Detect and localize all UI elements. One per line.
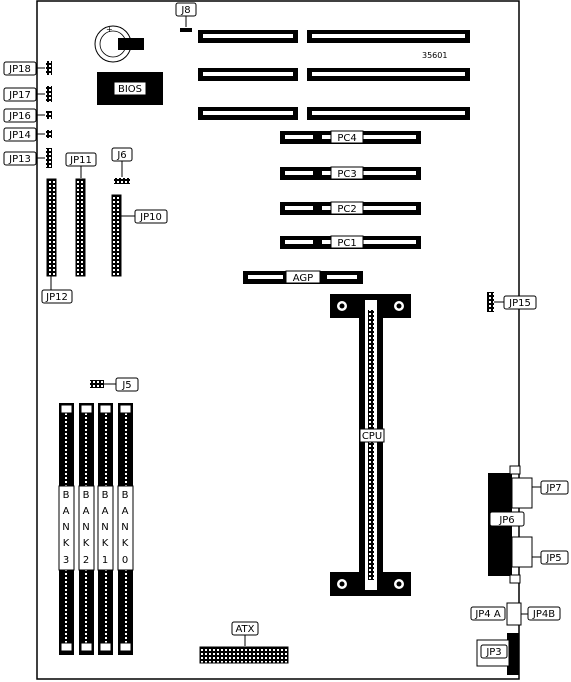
svg-text:0: 0 — [122, 555, 128, 566]
svg-text:K: K — [63, 538, 70, 549]
svg-text:A: A — [102, 506, 109, 517]
jp18-jumper: JP18 — [3, 61, 52, 76]
svg-text:JP6: JP6 — [498, 515, 514, 526]
jp11-header: JP11 — [65, 152, 97, 277]
svg-text:JP13: JP13 — [8, 154, 31, 165]
jp12-header: JP12 — [41, 178, 73, 304]
memory-bank-0: B A N K 0 — [117, 403, 134, 655]
svg-text:JP4 A: JP4 A — [474, 609, 501, 620]
jp17-jumper: JP17 — [3, 86, 52, 102]
svg-text:B: B — [63, 490, 70, 501]
svg-text:A: A — [122, 506, 129, 517]
cpu-slot: CPU — [330, 294, 411, 596]
svg-text:K: K — [122, 538, 129, 549]
isa-slots — [198, 30, 470, 120]
svg-text:B: B — [83, 490, 90, 501]
svg-text:AGP: AGP — [293, 273, 313, 284]
jp16-jumper: JP16 — [3, 108, 52, 123]
jp15-jumper: JP15 — [487, 292, 537, 312]
pci-slot-pc3: PC3 — [280, 166, 421, 180]
svg-text:A: A — [63, 506, 70, 517]
svg-text:PC1: PC1 — [337, 238, 356, 249]
svg-text:A: A — [83, 506, 90, 517]
jp5-label: JP5 — [532, 550, 569, 565]
svg-text:JP18: JP18 — [8, 64, 31, 75]
battery: + — [94, 25, 144, 63]
agp-slot: AGP — [243, 270, 363, 284]
memory-bank-2: B A N K 2 — [78, 403, 95, 655]
pci-slot-pc4: PC4 — [280, 130, 421, 144]
memory-bank-1: B A N K 1 — [97, 403, 114, 655]
svg-text:JP17: JP17 — [8, 90, 31, 101]
pci-slot-pc1: PC1 — [280, 235, 421, 249]
svg-text:J8: J8 — [180, 5, 190, 16]
svg-text:JP15: JP15 — [508, 298, 531, 309]
svg-text:B: B — [122, 490, 129, 501]
svg-text:J5: J5 — [121, 380, 131, 391]
svg-text:ATX: ATX — [235, 624, 254, 635]
svg-text:PC4: PC4 — [337, 133, 356, 144]
svg-text:K: K — [102, 538, 109, 549]
svg-text:PC3: PC3 — [337, 169, 356, 180]
j5-jumper: J5 — [90, 377, 139, 392]
atx-power-connector: ATX — [199, 621, 289, 664]
svg-text:1: 1 — [102, 555, 108, 566]
jp4-connector: JP4 A JP4B — [470, 602, 561, 626]
jp6-connector: JP6 — [488, 465, 533, 584]
svg-text:B: B — [102, 490, 109, 501]
svg-text:JP4B: JP4B — [532, 609, 555, 620]
svg-text:JP7: JP7 — [545, 483, 561, 494]
svg-text:JP10: JP10 — [139, 212, 162, 223]
jp10-header: JP10 — [111, 194, 168, 277]
jp13-jumper: JP13 — [3, 148, 52, 168]
svg-text:JP14: JP14 — [8, 130, 31, 141]
svg-text:JP16: JP16 — [8, 111, 31, 122]
jp3-connector: JP3 — [476, 633, 519, 675]
diagram-code: 35601 — [422, 51, 447, 60]
svg-text:JP11: JP11 — [69, 155, 92, 166]
svg-text:N: N — [62, 522, 69, 533]
memory-bank-3: B A N K 3 — [58, 403, 75, 655]
svg-text:2: 2 — [83, 555, 89, 566]
svg-text:J6: J6 — [116, 150, 126, 161]
svg-text:N: N — [121, 522, 128, 533]
bios-chip: BIOS — [97, 72, 163, 105]
pci-slot-pc2: PC2 — [280, 201, 421, 215]
svg-text:N: N — [101, 522, 108, 533]
jp7-label: JP7 — [532, 480, 569, 495]
svg-text:JP12: JP12 — [45, 292, 68, 303]
svg-text:N: N — [82, 522, 89, 533]
svg-text:JP5: JP5 — [545, 553, 561, 564]
j6-jumper: J6 — [111, 147, 133, 184]
svg-text:+: + — [106, 25, 113, 34]
svg-text:K: K — [83, 538, 90, 549]
svg-text:PC2: PC2 — [337, 204, 356, 215]
j8-jumper: J8 — [175, 2, 197, 32]
cpu-label: CPU — [362, 431, 382, 442]
bios-label: BIOS — [118, 84, 142, 95]
svg-text:JP3: JP3 — [485, 647, 501, 658]
jp14-jumper: JP14 — [3, 127, 52, 142]
svg-text:3: 3 — [63, 555, 69, 566]
